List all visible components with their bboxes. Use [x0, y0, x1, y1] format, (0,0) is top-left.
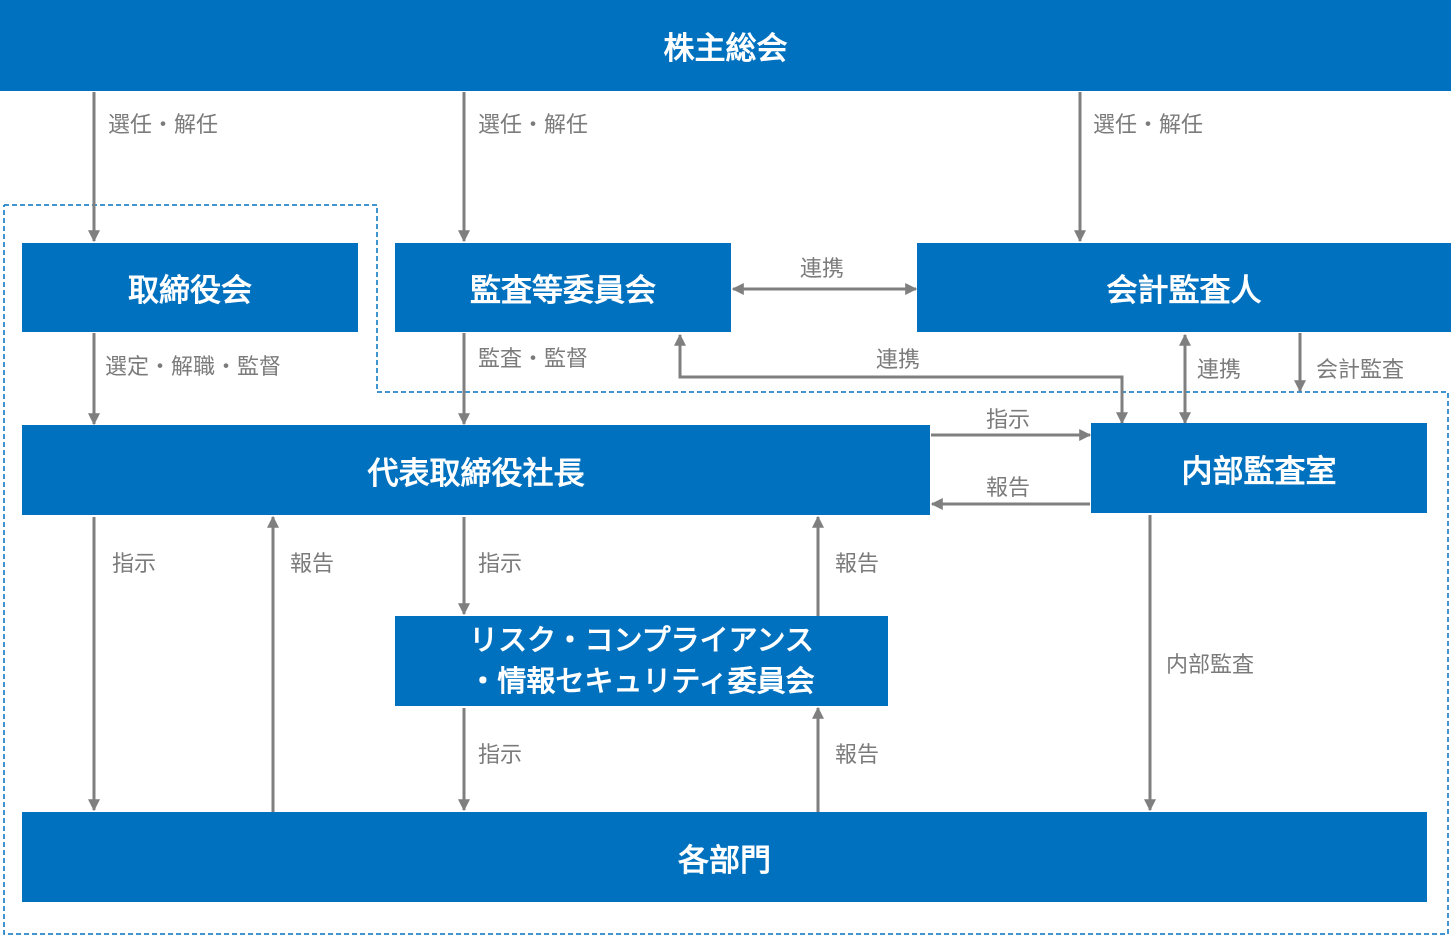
- edge-label-president-to-internal-audit: 指示: [986, 408, 1031, 433]
- edge-label-risk-committee-to-president: 報告: [835, 552, 880, 577]
- risk-committee-box: リスク・コンプライアンス ・情報セキュリティ委員会: [395, 616, 888, 706]
- audit-committee-box: 監査等委員会: [395, 243, 731, 332]
- edge-label-internal-audit-to-president: 報告: [986, 476, 1031, 501]
- internal-audit-office-box: 内部監査室: [1091, 423, 1427, 513]
- risk-committee-label-line1: リスク・コンプライアンス: [469, 623, 814, 657]
- edge-label-accounting-audit: 会計監査: [1316, 358, 1405, 383]
- departments-box: 各部門: [22, 812, 1427, 902]
- dashed-boundary-line: [3, 204, 1449, 935]
- shareholders-meeting-label: 株主総会: [663, 31, 788, 67]
- edge-label-audit-committee-to-president: 監査・監督: [478, 347, 589, 372]
- edge-label-elect-dismiss-board: 選任・解任: [108, 113, 219, 138]
- accounting-auditor-box: 会計監査人: [917, 243, 1451, 332]
- accounting-auditor-label: 会計監査人: [1106, 273, 1262, 309]
- audit-committee-label: 監査等委員会: [470, 273, 656, 309]
- arrow-audit-committee-internal-audit: [674, 333, 1128, 425]
- president-label: 代表取締役社長: [367, 455, 585, 492]
- edge-label-internal-audit-to-departments: 内部監査: [1166, 653, 1255, 678]
- edge-label-elect-dismiss-audit-committee: 選任・解任: [478, 113, 589, 138]
- edge-label-elect-dismiss-accounting-auditor: 選任・解任: [1093, 113, 1204, 138]
- edge-label-accounting-auditor-internal-audit: 連携: [1197, 358, 1242, 383]
- board-of-directors-box: 取締役会: [22, 243, 358, 332]
- edge-label-audit-committee-accounting-auditor: 連携: [800, 257, 845, 282]
- internal-audit-office-label: 内部監査室: [1181, 453, 1337, 490]
- edge-label-departments-to-risk-committee: 報告: [835, 743, 880, 768]
- risk-committee-label-line2: ・情報セキュリティ委員会: [468, 664, 815, 698]
- departments-label: 各部門: [678, 842, 771, 879]
- shareholders-meeting-box: 株主総会: [0, 0, 1451, 91]
- edge-label-board-to-president: 選定・解職・監督: [105, 355, 282, 380]
- president-box: 代表取締役社長: [22, 425, 930, 515]
- edge-label-risk-committee-to-departments: 指示: [478, 743, 523, 768]
- edge-label-audit-committee-internal-audit: 連携: [876, 348, 921, 373]
- edge-label-president-to-risk-committee: 指示: [478, 552, 523, 577]
- edge-label-departments-to-president: 報告: [290, 552, 335, 577]
- edge-label-president-to-departments: 指示: [112, 552, 157, 577]
- board-of-directors-label: 取締役会: [128, 273, 252, 309]
